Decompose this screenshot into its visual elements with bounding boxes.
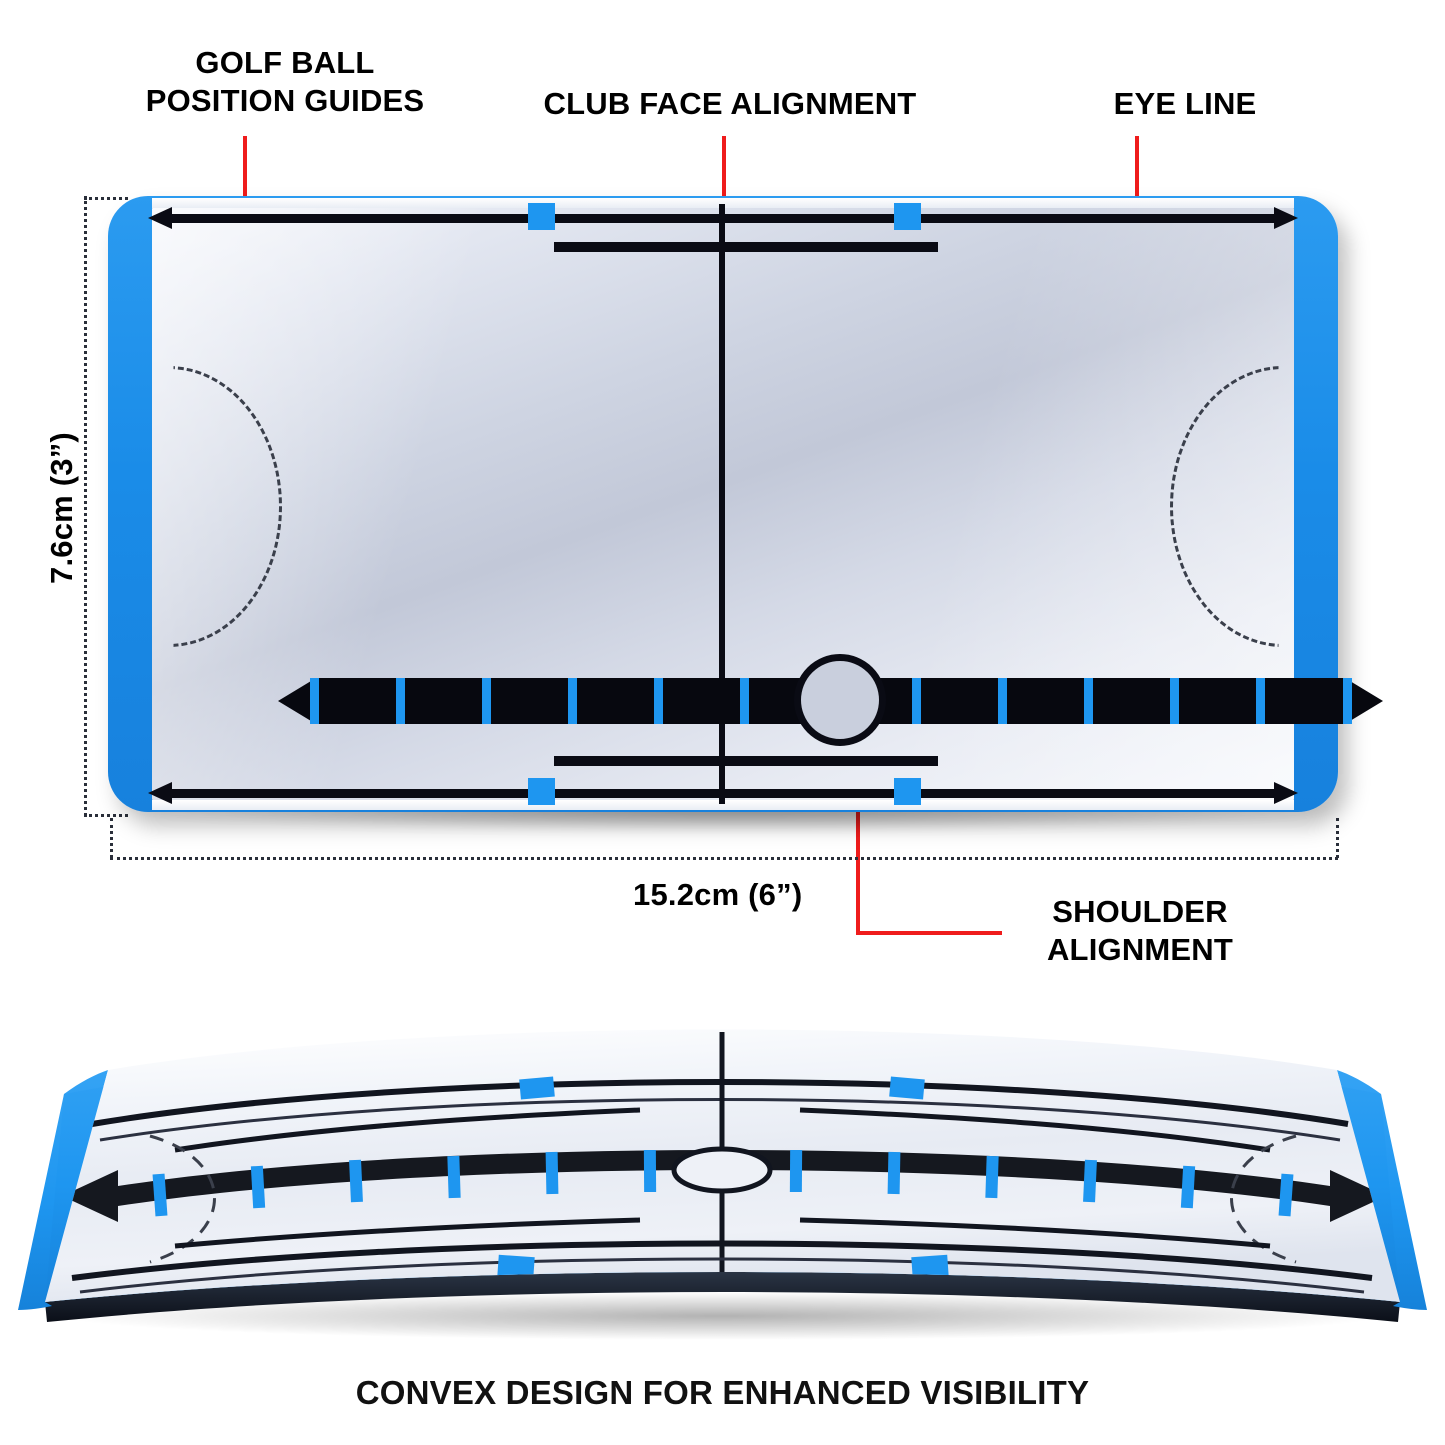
leader-line-club-face-alignment-vertical xyxy=(722,136,726,214)
convex-ball-guide-arc-left xyxy=(149,1134,216,1264)
convex-blue-marker-bottom-left xyxy=(497,1254,535,1280)
board-bevel-top xyxy=(152,198,1294,208)
convex-ball-guide-arc-right xyxy=(1230,1134,1297,1264)
eye-line-tick xyxy=(567,678,577,724)
eye-line-tick xyxy=(1256,678,1266,724)
shoulder-alignment-bar-right xyxy=(746,756,938,766)
convex-shoulder-bar-left xyxy=(174,1217,641,1249)
club-face-alignment-bar-right xyxy=(746,242,938,252)
leader-line-shoulder-alignment-horizontal xyxy=(856,931,1002,935)
center-vertical-alignment-line xyxy=(719,204,725,804)
eye-line-tick xyxy=(739,678,749,724)
eye-line-tick xyxy=(395,678,405,724)
blue-marker-top-left xyxy=(528,203,555,230)
eye-line-tick xyxy=(309,678,319,724)
top-bar-arrow-left xyxy=(148,207,172,229)
blue-marker-bottom-left xyxy=(528,778,555,805)
convex-board-bottom-edge xyxy=(45,1272,1400,1322)
ball-position-circle xyxy=(794,654,886,746)
convex-board-shadow xyxy=(62,1292,1382,1340)
dimension-guide-height-tick-bottom xyxy=(84,814,128,817)
blue-marker-top-right xyxy=(894,203,921,230)
convex-blue-marker-top-right xyxy=(889,1076,925,1100)
bottom-bar-arrow-right xyxy=(1274,782,1298,804)
convex-design-caption: CONVEX DESIGN FOR ENHANCED VISIBILITY xyxy=(355,1374,1090,1411)
dimension-label-height: 7.6cm (3”) xyxy=(44,432,79,584)
convex-shoulder-bar-right xyxy=(799,1217,1271,1249)
callout-label-club-face-alignment: CLUB FACE ALIGNMENT xyxy=(543,86,917,121)
callout-label-eye-line: EYE LINE xyxy=(1113,86,1257,121)
eye-line-tick xyxy=(912,678,922,724)
dimension-guide-width-tick-right xyxy=(1336,818,1339,858)
convex-board-markings xyxy=(62,1032,1386,1294)
convex-eye-line-arrow-left xyxy=(62,1170,118,1222)
board-bevel-bottom xyxy=(152,800,1294,810)
convex-club-face-bar-right xyxy=(799,1107,1271,1153)
alignment-mirror-convex-view xyxy=(0,1010,1445,1340)
alignment-mirror-top-view xyxy=(108,196,1383,812)
convex-bottom-alignment-bar-secondary xyxy=(79,1257,1365,1294)
dimension-guide-width-tick-left xyxy=(110,818,113,858)
eye-line-tick xyxy=(653,678,663,724)
convex-blue-marker-top-left xyxy=(519,1076,555,1100)
leader-line-shoulder-alignment-vertical xyxy=(856,778,860,934)
convex-ball-position-circle xyxy=(671,1146,773,1194)
callout-label-golf-ball-position-guides: GOLF BALL POSITION GUIDES xyxy=(145,45,425,118)
dimension-label-width: 15.2cm (6”) xyxy=(633,877,803,912)
blue-marker-bottom-right xyxy=(894,778,921,805)
eye-line-tick xyxy=(998,678,1008,724)
dimension-guide-height-line xyxy=(84,196,87,816)
callout-label-shoulder-alignment: SHOULDER ALIGNMENT xyxy=(1046,894,1234,967)
dimension-guide-width-line xyxy=(110,857,1338,860)
convex-bottom-alignment-bar xyxy=(71,1240,1373,1281)
eye-line-tick xyxy=(1084,678,1094,724)
convex-blue-marker-bottom-right xyxy=(911,1254,949,1280)
eye-line-tick xyxy=(1170,678,1180,724)
club-face-alignment-bar-left xyxy=(554,242,746,252)
shoulder-alignment-bar-left xyxy=(554,756,746,766)
eye-line-tick xyxy=(481,678,491,724)
dimension-guide-height-tick-top xyxy=(84,197,128,200)
convex-eye-line-ticks xyxy=(152,1149,1294,1217)
top-bar-arrow-right xyxy=(1274,207,1298,229)
eye-line-tick xyxy=(1342,678,1352,724)
convex-eye-line-bar xyxy=(118,1150,1330,1206)
convex-eye-line-arrow-right xyxy=(1330,1170,1386,1222)
convex-board-svg xyxy=(18,1029,1427,1340)
bottom-bar-arrow-left xyxy=(148,782,172,804)
convex-club-face-bar-left xyxy=(174,1107,641,1153)
